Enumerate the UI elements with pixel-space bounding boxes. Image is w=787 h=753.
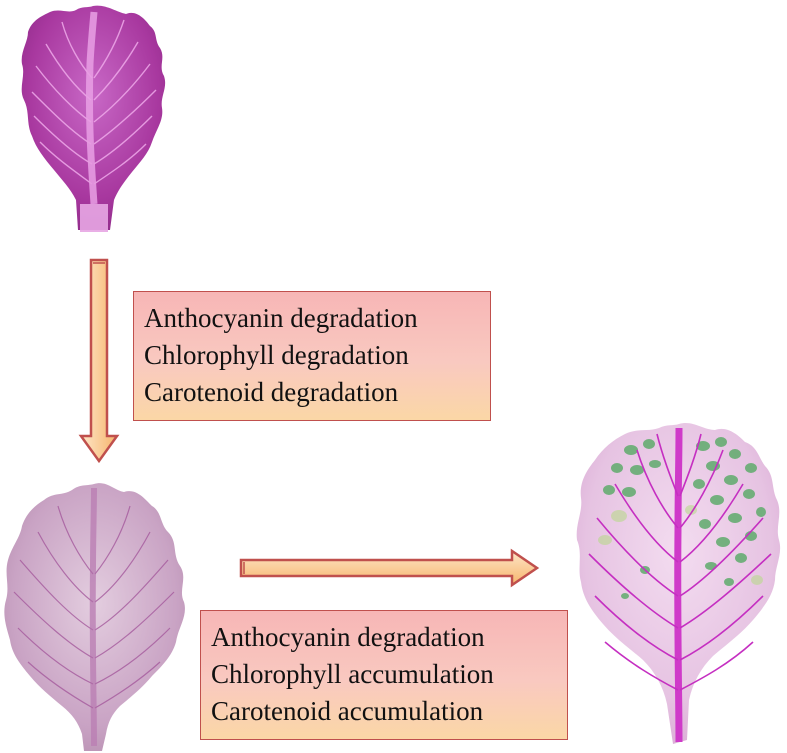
transition-line: Chlorophyll degradation bbox=[144, 340, 409, 370]
faded-pale-leaf-image bbox=[4, 483, 185, 751]
transition-line: Carotenoid accumulation bbox=[211, 696, 484, 726]
transition-label-box: Anthocyanin degradation Chlorophyll degr… bbox=[133, 291, 491, 421]
down-arrow bbox=[78, 258, 120, 464]
transition-line: Anthocyanin degradation bbox=[211, 622, 485, 652]
variegated-green-leaf-image bbox=[576, 423, 781, 744]
right-arrow bbox=[239, 548, 540, 588]
transition-line: Carotenoid degradation bbox=[144, 377, 399, 407]
transition-line: Anthocyanin degradation bbox=[144, 303, 418, 333]
transition-label-box: Anthocyanin degradation Chlorophyll accu… bbox=[200, 610, 568, 740]
young-purple-leaf-image bbox=[21, 5, 166, 232]
transition-line: Chlorophyll accumulation bbox=[211, 659, 494, 689]
